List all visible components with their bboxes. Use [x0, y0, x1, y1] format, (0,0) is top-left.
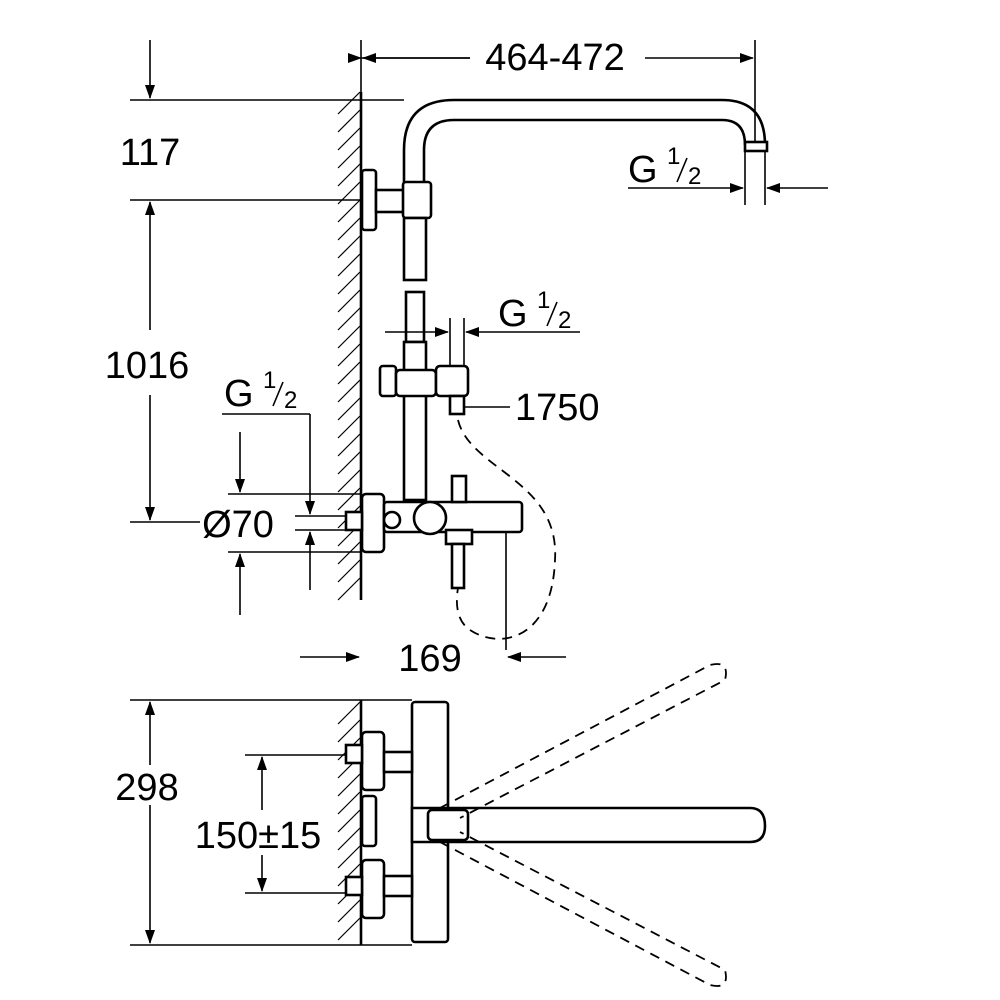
thread-callout-hose: G 1 2: [385, 287, 580, 366]
front-view: 464-472 117 1016 G 1 2: [105, 37, 828, 680]
hatch-line: [337, 343, 361, 367]
head-thread-denominator: 2: [688, 163, 701, 190]
thermostat-mixer: [344, 474, 524, 650]
hatch-line: [337, 433, 361, 457]
wall-hatching-top: [337, 701, 361, 941]
hatch-line: [337, 235, 361, 259]
center-distance-label: 150±15: [195, 815, 322, 857]
hatch-line: [337, 415, 361, 439]
hatch-line: [337, 163, 361, 187]
wall-to-arm-label: 117: [120, 132, 181, 174]
hatch-line: [337, 379, 361, 403]
hatch-line: [337, 109, 361, 133]
dimension-overall-width: 298: [115, 699, 412, 946]
hose-thread-letter: G: [498, 293, 528, 335]
dimension-arm-to-outlet: 1016: [105, 199, 362, 523]
dimension-wall-to-arm: 117: [120, 40, 404, 174]
inlet-thread-numerator: 1: [263, 367, 276, 394]
dimension-rosette-diameter: Ø70: [202, 432, 362, 615]
wall-top: [337, 700, 363, 945]
shower-riser: [360, 98, 769, 502]
spout-projection-label: 169: [398, 638, 461, 680]
thread-callout-inlet: G 1 2: [222, 367, 346, 590]
hatch-line: [337, 791, 361, 815]
hatch-line: [337, 917, 361, 941]
hatch-line: [337, 541, 361, 565]
hatch-line: [337, 361, 361, 385]
hose-thread-numerator: 1: [537, 287, 550, 314]
head-thread-letter: G: [628, 149, 658, 191]
hatch-line: [337, 863, 361, 887]
hose-thread-denominator: 2: [558, 307, 571, 334]
dimension-hose-length: 1750: [464, 387, 600, 429]
hatch-line: [337, 701, 361, 725]
hatch-line: [337, 145, 361, 169]
shower-hose: [456, 419, 556, 640]
arm-reach-label: 464-472: [485, 37, 624, 79]
swivel-spout: [410, 663, 767, 987]
overall-width-label: 298: [115, 767, 178, 809]
hatch-line: [337, 325, 361, 349]
hatch-line: [337, 773, 361, 797]
head-thread-numerator: 1: [667, 143, 680, 170]
hatch-line: [337, 199, 361, 223]
dimension-center-distance: 150±15: [195, 754, 346, 894]
dimension-arm-reach: 464-472: [348, 37, 756, 142]
inlet-thread-denominator: 2: [284, 387, 297, 414]
hatch-line: [337, 469, 361, 493]
inlet-thread-letter: G: [224, 373, 254, 415]
thread-callout-head: G 1 2: [628, 143, 828, 205]
hatch-line: [337, 809, 361, 833]
hatch-line: [337, 217, 361, 241]
rosette-diameter-label: Ø70: [202, 504, 274, 546]
hatch-line: [337, 253, 361, 277]
hatch-line: [337, 487, 361, 511]
hatch-line: [337, 289, 361, 313]
hatch-line: [337, 845, 361, 869]
hatch-line: [337, 451, 361, 475]
top-view: 298 150±15: [115, 663, 767, 987]
hatch-line: [337, 91, 361, 115]
hatch-line: [337, 719, 361, 743]
hatch-line: [337, 397, 361, 421]
dimension-spout-projection: 169: [300, 638, 566, 680]
hatch-line: [337, 899, 361, 923]
hatch-line: [337, 559, 361, 583]
wall-connectors: [344, 730, 414, 920]
arm-to-outlet-label: 1016: [105, 345, 190, 387]
hatch-line: [337, 127, 361, 151]
hatch-line: [337, 307, 361, 331]
hatch-line: [337, 271, 361, 295]
hatch-line: [337, 827, 361, 851]
hatch-line: [337, 577, 361, 601]
hose-length-label: 1750: [515, 387, 600, 429]
